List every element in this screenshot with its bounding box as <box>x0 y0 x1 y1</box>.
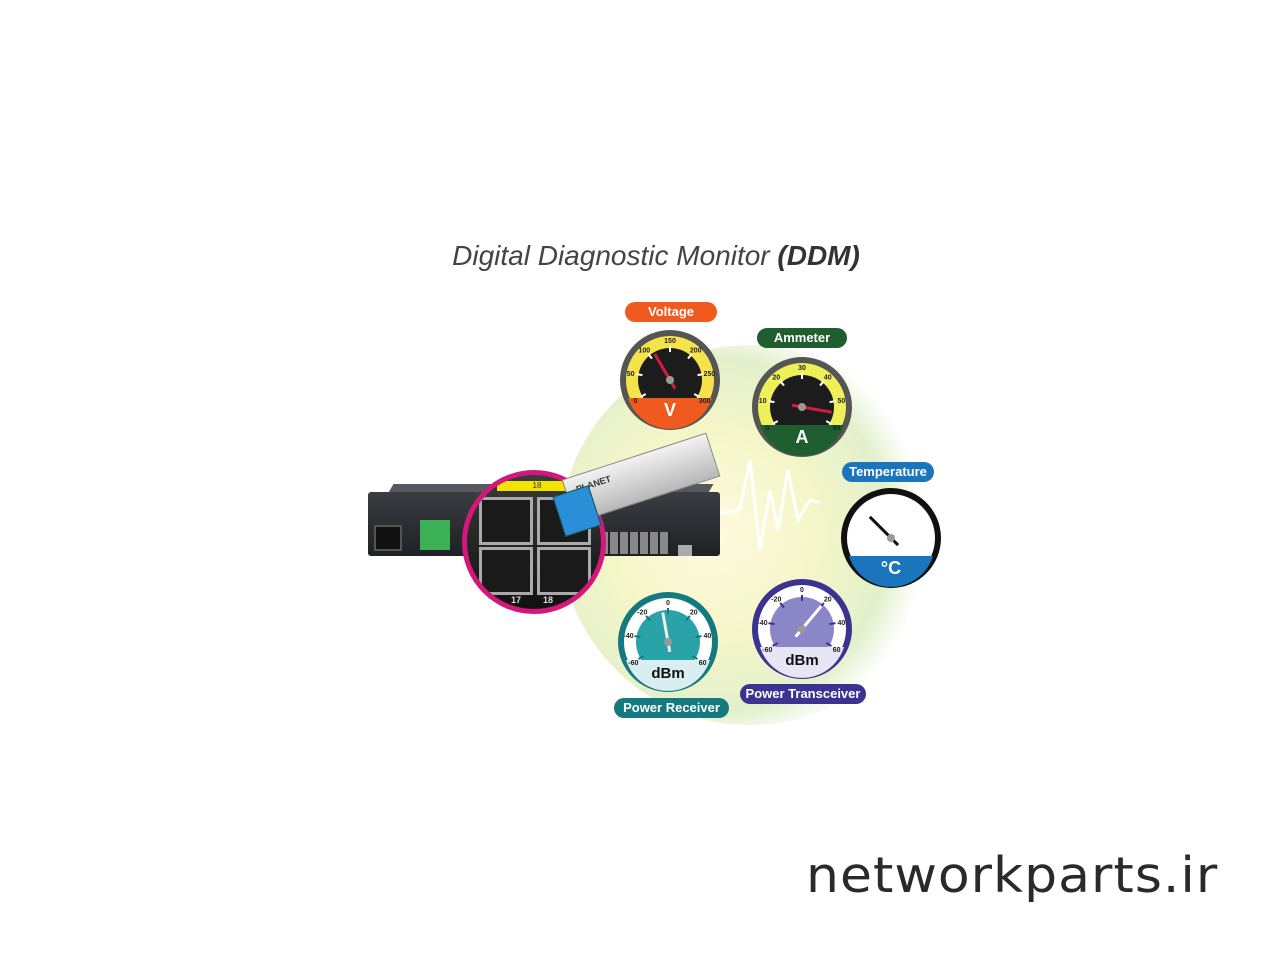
gauge-tick <box>829 622 836 626</box>
gauge-tick <box>768 622 775 626</box>
gauge-tick-label: 20 <box>690 609 698 616</box>
gauge-unit-panel <box>760 647 844 678</box>
gauge-tick <box>819 380 825 387</box>
gauge-tick <box>687 353 693 360</box>
gauge-tick-label: 300 <box>699 398 711 405</box>
console-port <box>678 545 692 556</box>
gauge-tick <box>636 373 643 377</box>
power-transceiver-label: Power Transceiver <box>740 684 866 704</box>
gauge-tick-label: 60 <box>833 647 841 654</box>
power-transceiver-gauge: -60 -40 -20 0 20 40 60 dBm <box>750 577 854 681</box>
gauge-tick-label: 0 <box>633 398 637 405</box>
gauge-tick-label: 0 <box>765 425 769 432</box>
gauge-tick <box>691 655 698 660</box>
watermark: networkparts.ir <box>806 847 1219 905</box>
gauge-tick-label: 60 <box>699 660 707 667</box>
gauge-tick-label: -40 <box>624 633 634 640</box>
gauge-unit-panel <box>628 398 712 429</box>
gauge-tick <box>638 655 645 660</box>
gauge-unit-panel <box>760 425 844 456</box>
gauge-unit: dBm <box>651 665 684 682</box>
gauge-tick-label: 100 <box>638 347 650 354</box>
gauge-tick-label: -20 <box>637 609 647 616</box>
gauge-pivot <box>666 376 674 384</box>
gauge-tick <box>825 642 832 647</box>
power-receiver-label: Power Receiver <box>614 698 729 718</box>
gauge-tick <box>695 635 702 639</box>
gauge-unit-panel <box>626 660 710 691</box>
port-label: 18 <box>543 595 554 605</box>
voltage-gauge: 0 50 100 150 200 250 300 V <box>618 328 722 432</box>
gauge-tick <box>697 373 704 377</box>
gauge-tick-label: 200 <box>690 347 702 354</box>
gauge-tick <box>829 400 836 404</box>
ammeter-label: Ammeter <box>757 328 847 348</box>
gauge-tick-label: 60 <box>833 425 841 432</box>
gauge-unit: °C <box>881 558 901 578</box>
gauge-tick <box>640 393 647 398</box>
gauge-unit: A <box>796 427 809 447</box>
port-slot <box>479 497 533 545</box>
gauge-unit-panel <box>849 556 933 587</box>
port-label: 17 <box>511 595 522 605</box>
port-header: 18 <box>497 481 577 491</box>
gauge-tick <box>772 642 779 647</box>
gauge-tick-label: 50 <box>837 398 845 405</box>
gauge-pivot <box>798 403 806 411</box>
gauge-tick <box>768 400 775 404</box>
gauge-tick <box>647 353 653 360</box>
gauge-tick-label: 0 <box>800 587 804 594</box>
terminal-block <box>420 520 450 550</box>
gauge-tick <box>779 380 785 387</box>
gauge-tick <box>825 420 832 425</box>
gauge-tick <box>645 615 651 622</box>
gauge-tick-label: 10 <box>759 398 767 405</box>
gauge-unit: dBm <box>785 652 818 669</box>
gauge-tick <box>685 615 691 622</box>
gauge-tick-label: 40 <box>824 374 832 381</box>
gauge-tick-label: 20 <box>772 374 780 381</box>
gauge-tick-label: -40 <box>758 620 768 627</box>
gauge-tick <box>779 602 785 609</box>
port-slot <box>537 547 591 595</box>
signal-wave-icon <box>700 459 820 551</box>
gauge-pivot <box>887 534 895 542</box>
power-socket <box>374 525 402 551</box>
title-acronym: (DDM) <box>777 240 860 271</box>
title-text: Digital Diagnostic Monitor <box>452 240 778 271</box>
gauge-tick-label: 250 <box>704 371 716 378</box>
gauge-tick-label: 50 <box>627 371 635 378</box>
gauge-tick-label: -60 <box>628 660 638 667</box>
gauge-pivot <box>798 625 806 633</box>
gauge-tick-label: -60 <box>762 647 772 654</box>
ammeter-gauge: 0 10 20 30 40 50 60 A <box>750 355 854 459</box>
gauge-tick-label: 20 <box>824 596 832 603</box>
page-title: Digital Diagnostic Monitor (DDM) <box>0 240 1280 272</box>
gauge-tick-label: -20 <box>771 596 781 603</box>
gauge-tick-label: 40 <box>837 620 845 627</box>
magnified-port-view: 18 17 18 <box>462 470 606 614</box>
gauge-tick <box>693 393 700 398</box>
gauge-unit: V <box>664 400 676 420</box>
gauge-tick-label: 0 <box>666 600 670 607</box>
gauge-tick-label: 30 <box>798 365 806 372</box>
temperature-label: Temperature <box>842 462 934 482</box>
gauge-tick <box>772 420 779 425</box>
gauge-pivot <box>664 638 672 646</box>
gauge-tick-label: 150 <box>664 338 676 345</box>
voltage-label: Voltage <box>625 302 717 322</box>
gauge-tick-label: 40 <box>703 633 711 640</box>
power-receiver-gauge: -60 -40 -20 0 20 40 60 dBm <box>616 590 720 694</box>
temperature-gauge: °C <box>839 486 943 590</box>
sfp-ports <box>600 532 670 554</box>
port-slot <box>479 547 533 595</box>
gauge-tick <box>634 635 641 639</box>
